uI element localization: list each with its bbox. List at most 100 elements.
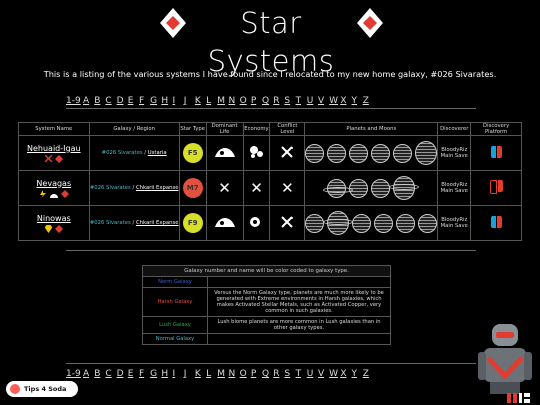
brand-logo: [507, 393, 531, 405]
atlas-diamond-icon: [160, 8, 186, 38]
alpha-link[interactable]: H: [161, 96, 169, 106]
region-link[interactable]: Chkarii Expanse: [135, 185, 179, 191]
table-row: Nehuaid-Igau #026 Sivarates / Ustaria F5…: [18, 135, 522, 171]
planet-icon: [415, 141, 438, 165]
alpha-link[interactable]: W: [329, 96, 339, 106]
alpha-link[interactable]: K: [194, 369, 201, 379]
col-header: Star Type: [178, 122, 207, 136]
alpha-link[interactable]: L: [206, 96, 212, 106]
alpha-link[interactable]: F: [138, 96, 145, 106]
alpha-link[interactable]: B: [94, 96, 101, 106]
alpha-link[interactable]: T: [295, 96, 302, 106]
galaxy-link[interactable]: #026 Sivarates: [89, 185, 131, 191]
alpha-link[interactable]: W: [329, 369, 339, 379]
alpha-link[interactable]: D: [116, 96, 124, 106]
star-type-badge: M7: [182, 178, 203, 198]
alpha-link[interactable]: Q: [262, 96, 270, 106]
region-link[interactable]: Chkarii Expanse: [135, 220, 179, 226]
alpha-link[interactable]: G: [150, 96, 158, 106]
alpha-link[interactable]: A: [83, 369, 90, 379]
alpha-link[interactable]: P: [250, 369, 257, 379]
legend-desc: [207, 276, 391, 288]
legend-desc: Lush biome planets are more common in Lu…: [207, 316, 391, 334]
alphabet-nav-top: 1-9 A B C D E F G H I J K L M N O P Q R …: [66, 96, 374, 106]
alpha-link[interactable]: M: [217, 369, 226, 379]
alpha-link[interactable]: C: [105, 96, 112, 106]
alpha-link[interactable]: J: [183, 369, 187, 379]
star-type-badge: F9: [182, 213, 203, 233]
lightning-icon: [39, 189, 46, 198]
alpha-link[interactable]: N: [228, 369, 236, 379]
system-name-link[interactable]: Nehuaid-Igau: [27, 143, 81, 153]
alpha-link[interactable]: K: [194, 96, 201, 106]
alpha-link[interactable]: N: [228, 96, 236, 106]
alpha-link[interactable]: U: [306, 369, 314, 379]
col-header: Economy: [242, 122, 271, 136]
alpha-link[interactable]: I: [172, 96, 176, 106]
alpha-link[interactable]: V: [317, 96, 325, 106]
header: Star Systems: [0, 4, 540, 78]
divider: [66, 108, 476, 109]
col-header: Planets and Moons: [304, 122, 439, 136]
alpha-link[interactable]: O: [239, 96, 247, 106]
alpha-link[interactable]: X: [340, 369, 347, 379]
alpha-link[interactable]: A: [83, 96, 90, 106]
alpha-link[interactable]: 1-9: [66, 96, 81, 106]
conflict-icon: [281, 146, 294, 158]
alpha-link[interactable]: Y: [351, 96, 358, 106]
alpha-link[interactable]: T: [295, 369, 302, 379]
galaxy-link[interactable]: #026 Sivarates: [101, 150, 143, 156]
alpha-link[interactable]: Z: [362, 369, 369, 379]
alpha-link[interactable]: O: [239, 369, 247, 379]
alpha-link[interactable]: I: [172, 369, 176, 379]
alpha-link[interactable]: 1-9: [66, 369, 81, 379]
legend-label: Lush Galaxy: [142, 316, 208, 334]
alpha-link[interactable]: X: [340, 96, 347, 106]
alpha-link[interactable]: J: [183, 96, 187, 106]
alpha-link[interactable]: S: [284, 96, 291, 106]
alpha-link[interactable]: E: [127, 96, 134, 106]
galaxy-link[interactable]: #026 Sivarates: [89, 220, 131, 226]
system-name-link[interactable]: Ninowas: [36, 213, 71, 223]
system-name-link[interactable]: Nevagas: [36, 178, 72, 188]
alpha-link[interactable]: Z: [362, 96, 369, 106]
sentinel-diamond-icon: [54, 154, 63, 163]
alpha-link[interactable]: M: [217, 96, 226, 106]
discoverer: BloodyRiz Main Save: [437, 205, 472, 241]
col-header: System Name: [18, 122, 90, 136]
alpha-link[interactable]: R: [273, 369, 280, 379]
alpha-link[interactable]: R: [273, 96, 280, 106]
alpha-link[interactable]: U: [306, 96, 314, 106]
planets-list: [305, 141, 438, 165]
intro-text: This is a listing of the various systems…: [43, 69, 497, 79]
alpha-link[interactable]: G: [150, 369, 158, 379]
alpha-link[interactable]: S: [284, 369, 291, 379]
alpha-link[interactable]: C: [105, 369, 112, 379]
location-icon: [44, 224, 52, 233]
alpha-link[interactable]: B: [94, 369, 101, 379]
divider: [66, 250, 476, 251]
alpha-link[interactable]: V: [317, 369, 325, 379]
planet-icon: [418, 213, 438, 233]
alpha-link[interactable]: H: [161, 369, 169, 379]
alpha-link[interactable]: F: [138, 369, 145, 379]
sentinel-diamond-icon: [60, 189, 69, 198]
page-title: Star Systems: [207, 6, 335, 78]
col-header: Discovery Platform: [470, 122, 522, 136]
alpha-link[interactable]: D: [116, 369, 124, 379]
alpha-link[interactable]: L: [206, 369, 212, 379]
planet-icon: [389, 176, 420, 200]
legend-desc: Versus the Norm Galaxy type, planets are…: [207, 287, 391, 317]
sentinel-diamond-icon: [54, 224, 63, 233]
alpha-link[interactable]: Y: [351, 369, 358, 379]
switch-platform-icon: [490, 146, 502, 158]
alpha-link[interactable]: E: [127, 369, 134, 379]
alpha-link[interactable]: Q: [262, 369, 270, 379]
alpha-link[interactable]: P: [250, 96, 257, 106]
region-link[interactable]: Ustaria: [147, 150, 167, 156]
legend-row: Normal Galaxy: [142, 333, 391, 345]
tips-button[interactable]: Tips 4 Soda: [6, 381, 78, 397]
galaxy-legend: Galaxy number and name will be color cod…: [142, 265, 391, 345]
alphabet-nav-bottom: 1-9 A B C D E F G H I J K L M N O P Q R …: [66, 369, 374, 379]
col-header: Dominant Life: [205, 122, 244, 136]
